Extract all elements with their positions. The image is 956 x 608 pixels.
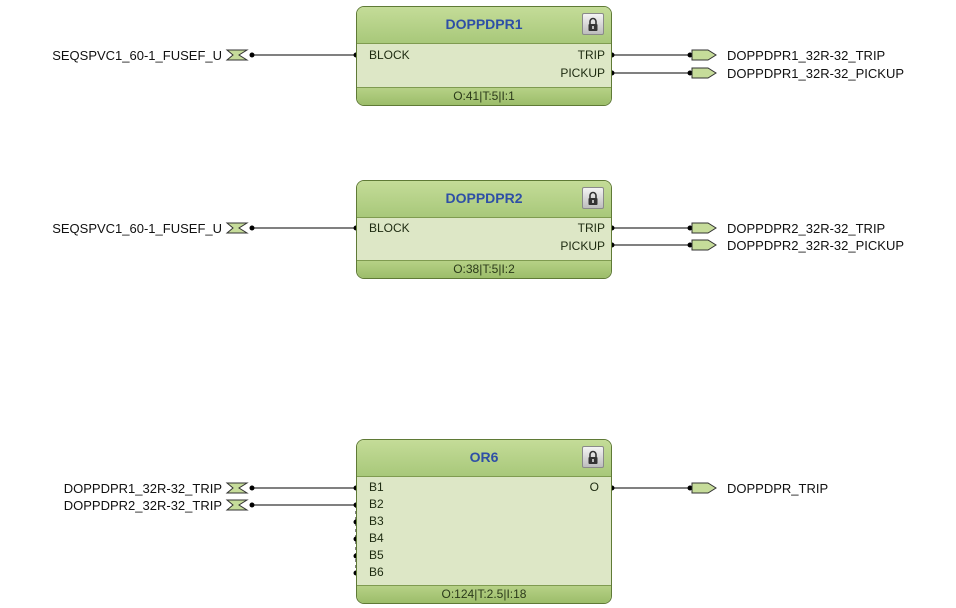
output-port-trip[interactable]: TRIP bbox=[577, 48, 605, 62]
block-footer-stats: O:124|T:2.5|I:18 bbox=[357, 585, 611, 603]
output-port-o[interactable]: O bbox=[589, 480, 599, 494]
block-title: DOPPDPR2 bbox=[445, 190, 523, 206]
input-port-block[interactable]: BLOCK bbox=[369, 221, 410, 235]
input-port-block[interactable]: BLOCK bbox=[369, 48, 410, 62]
wire-junction-dot bbox=[687, 225, 693, 231]
block-footer-stats: O:38|T:5|I:2 bbox=[357, 260, 611, 278]
wire-junction-dot bbox=[687, 70, 693, 76]
input-connector-icon[interactable] bbox=[225, 222, 249, 234]
block-title: OR6 bbox=[469, 449, 499, 465]
output-connector-icon[interactable] bbox=[691, 239, 717, 251]
output-port-pickup[interactable]: PICKUP bbox=[560, 239, 605, 253]
input-connector-icon[interactable] bbox=[225, 49, 249, 61]
input-port-b3[interactable]: B3 bbox=[369, 514, 384, 528]
input-port-b5[interactable]: B5 bbox=[369, 548, 384, 562]
input-signal-label: DOPPDPR1_32R-32_TRIP bbox=[63, 481, 222, 496]
function-block-or6[interactable]: OR6 B1 B2 B3 B4 B5 B6 O O:124|T:2.5|I:18 bbox=[356, 439, 612, 604]
wire-junction-dot bbox=[687, 52, 693, 58]
output-connector-icon[interactable] bbox=[691, 482, 717, 494]
input-signal-label: SEQSPVC1_60-1_FUSEF_U bbox=[52, 48, 222, 63]
output-connector-icon[interactable] bbox=[691, 222, 717, 234]
output-connector-icon[interactable] bbox=[691, 49, 717, 61]
input-signal-label: DOPPDPR2_32R-32_TRIP bbox=[63, 498, 222, 513]
wire-junction-dot bbox=[687, 485, 693, 491]
input-signal-label: SEQSPVC1_60-1_FUSEF_U bbox=[52, 221, 222, 236]
input-connector-icon[interactable] bbox=[225, 499, 249, 511]
input-port-b4[interactable]: B4 bbox=[369, 531, 384, 545]
function-block-doppdpr2[interactable]: DOPPDPR2 BLOCK TRIP PICKUP O:38|T:5|I:2 bbox=[356, 180, 612, 279]
output-signal-label: DOPPDPR1_32R-32_PICKUP bbox=[727, 66, 905, 81]
output-port-pickup[interactable]: PICKUP bbox=[560, 66, 605, 80]
block-header: DOPPDPR1 bbox=[357, 7, 611, 44]
wire-junction-dot bbox=[687, 242, 693, 248]
output-signal-label: DOPPDPR2_32R-32_TRIP bbox=[727, 221, 886, 236]
lock-icon[interactable] bbox=[582, 187, 604, 209]
output-signal-label: DOPPDPR_TRIP bbox=[727, 481, 829, 496]
input-port-b1[interactable]: B1 bbox=[369, 480, 384, 494]
input-connector-icon[interactable] bbox=[225, 482, 249, 494]
output-connector-icon[interactable] bbox=[691, 67, 717, 79]
input-port-b2[interactable]: B2 bbox=[369, 497, 384, 511]
input-port-b6[interactable]: B6 bbox=[369, 565, 384, 579]
output-signal-label: DOPPDPR1_32R-32_TRIP bbox=[727, 48, 886, 63]
output-port-trip[interactable]: TRIP bbox=[577, 221, 605, 235]
block-footer-stats: O:41|T:5|I:1 bbox=[357, 87, 611, 105]
output-signal-label: DOPPDPR2_32R-32_PICKUP bbox=[727, 238, 905, 253]
block-title: DOPPDPR1 bbox=[445, 16, 523, 32]
lock-icon[interactable] bbox=[582, 446, 604, 468]
block-header: DOPPDPR2 bbox=[357, 181, 611, 218]
block-header: OR6 bbox=[357, 440, 611, 477]
lock-icon[interactable] bbox=[582, 13, 604, 35]
function-block-doppdpr1[interactable]: DOPPDPR1 BLOCK TRIP PICKUP O:41|T:5|I:1 bbox=[356, 6, 612, 106]
